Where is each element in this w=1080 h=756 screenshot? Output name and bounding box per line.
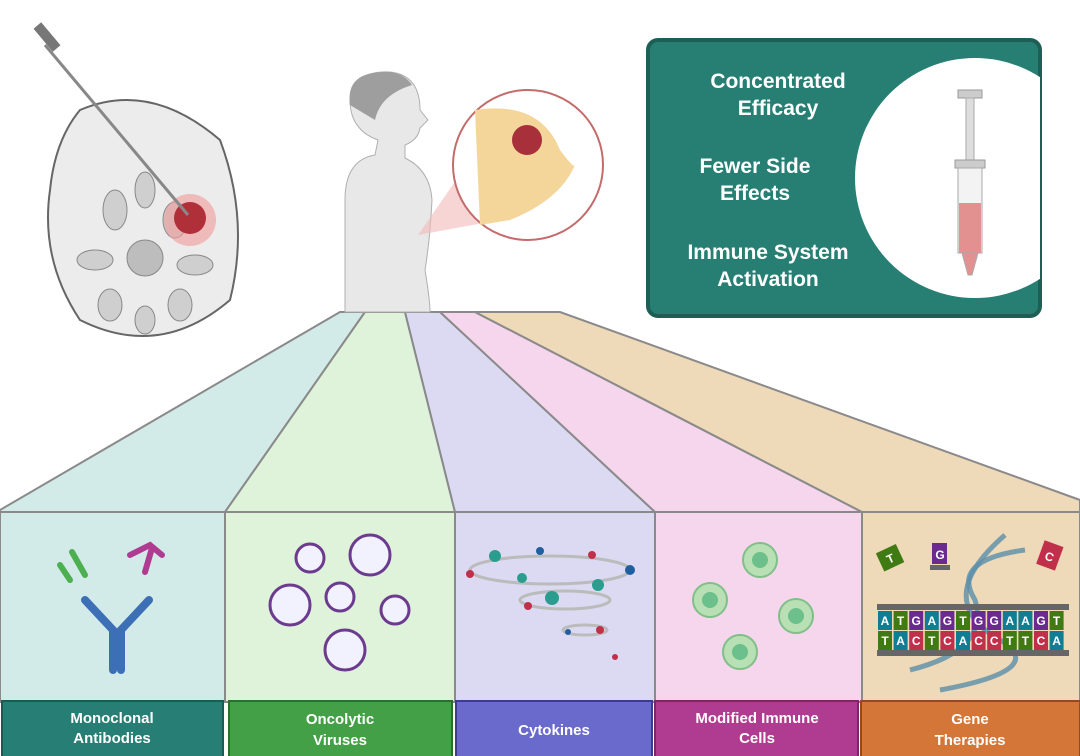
nucleotide-tile bbox=[1049, 631, 1064, 650]
nucleotide-tile bbox=[1018, 631, 1033, 650]
free-nucleotide-g: G bbox=[930, 543, 950, 570]
immune-cell-icons bbox=[692, 542, 814, 670]
svg-text:Viruses: Viruses bbox=[313, 732, 367, 749]
nucleotide-letter: A bbox=[927, 614, 936, 628]
nucleotide-tile bbox=[924, 611, 939, 630]
svg-text:Cells: Cells bbox=[739, 730, 775, 747]
nucleotide-letter: G bbox=[990, 614, 999, 628]
nucleotide-tile bbox=[1002, 611, 1017, 630]
nucleotide-tile bbox=[878, 611, 892, 630]
label-cytokines: Cytokines bbox=[455, 700, 653, 756]
nucleotide-tile bbox=[987, 611, 1002, 630]
nucleotide-tile bbox=[940, 631, 955, 650]
nucleotide-letter: T bbox=[881, 634, 889, 648]
nucleotide-letter: A bbox=[1005, 614, 1014, 628]
nucleotide-letter: A bbox=[959, 634, 968, 648]
nucleotide-tile bbox=[1034, 631, 1048, 650]
nucleotide-tile bbox=[909, 611, 924, 630]
nucleotide-letter: G bbox=[974, 614, 983, 628]
nucleotide-tile bbox=[971, 631, 986, 650]
nucleotide-tile bbox=[893, 611, 908, 630]
nucleotide-tile bbox=[940, 611, 955, 630]
benefit-side-effects-2: Effects bbox=[720, 182, 790, 205]
nucleotide-tile bbox=[1018, 611, 1033, 630]
woman-silhouette bbox=[344, 71, 604, 313]
nucleotide-letter: T bbox=[928, 634, 936, 648]
nucleotide-letter: T bbox=[897, 614, 905, 628]
free-nucleotide-c: C bbox=[1036, 540, 1064, 571]
nucleotide-tile bbox=[1002, 631, 1017, 650]
nucleotide-letter: C bbox=[912, 634, 921, 648]
nucleotide-letter: C bbox=[990, 634, 999, 648]
nucleotide-letter: C bbox=[1037, 634, 1046, 648]
nucleotide-tile bbox=[1034, 611, 1048, 630]
nucleotide-letter: T bbox=[959, 614, 967, 628]
cytokine-swirl bbox=[466, 547, 635, 660]
svg-text:G: G bbox=[935, 548, 944, 562]
nucleotide-letter: T bbox=[1022, 634, 1030, 648]
panel-cytokines bbox=[454, 511, 656, 703]
nucleotide-tile bbox=[909, 631, 924, 650]
nucleotide-tile bbox=[893, 631, 908, 650]
label-gene: Gene Therapies bbox=[860, 700, 1080, 756]
benefit-side-effects-1: Fewer Side bbox=[700, 155, 811, 178]
benefit-immune-1: Immune System bbox=[687, 241, 848, 264]
nucleotide-tile bbox=[956, 611, 970, 630]
nucleotide-letter: G bbox=[943, 614, 952, 628]
svg-text:Gene: Gene bbox=[951, 711, 989, 728]
svg-text:Cytokines: Cytokines bbox=[518, 722, 590, 739]
virus-icons bbox=[268, 533, 411, 672]
nucleotide-letter: A bbox=[881, 614, 890, 628]
label-monoclonal: Monoclonal Antibodies bbox=[1, 700, 224, 756]
syringe-icon bbox=[954, 89, 986, 276]
benefit-efficacy-2: Efficacy bbox=[738, 97, 819, 120]
benefit-immune-2: Activation bbox=[717, 268, 819, 291]
svg-text:Oncolytic: Oncolytic bbox=[306, 711, 374, 728]
nucleotide-letter: A bbox=[896, 634, 905, 648]
svg-text:Antibodies: Antibodies bbox=[73, 730, 151, 747]
nucleotide-letter: C bbox=[974, 634, 983, 648]
benefit-efficacy-1: Concentrated bbox=[710, 70, 845, 93]
nucleotide-letter: A bbox=[1021, 614, 1030, 628]
nucleotide-letter: T bbox=[1006, 634, 1014, 648]
free-nucleotide-t: T bbox=[875, 544, 905, 572]
label-oncolytic: Oncolytic Viruses bbox=[228, 700, 453, 756]
nucleotide-tile bbox=[987, 631, 1002, 650]
antibody-icons bbox=[57, 541, 165, 674]
nucleotide-letter: A bbox=[1052, 634, 1061, 648]
fan-gene bbox=[474, 311, 1080, 513]
fan-connectors bbox=[0, 311, 1080, 513]
nucleotide-tile bbox=[924, 631, 939, 650]
panel-immune-cells bbox=[654, 511, 863, 703]
label-immune-cells: Modified Immune Cells bbox=[654, 700, 859, 756]
nucleotide-letter: C bbox=[943, 634, 952, 648]
nucleotide-letter: G bbox=[1036, 614, 1045, 628]
nucleotide-tile bbox=[1049, 611, 1064, 630]
svg-text:Monoclonal: Monoclonal bbox=[70, 710, 153, 727]
nucleotide-letter: G bbox=[912, 614, 921, 628]
benefits-box: Concentrated Efficacy Fewer Side Effects… bbox=[646, 38, 1042, 318]
svg-text:Modified Immune: Modified Immune bbox=[695, 710, 818, 727]
nucleotide-letter: T bbox=[1053, 614, 1061, 628]
nucleotide-tile bbox=[878, 631, 892, 650]
breast-biopsy-illustration bbox=[33, 22, 239, 337]
nucleotide-tile bbox=[971, 611, 986, 630]
nucleotide-tile bbox=[956, 631, 970, 650]
needle-icon bbox=[43, 44, 190, 216]
svg-text:Therapies: Therapies bbox=[935, 732, 1006, 749]
